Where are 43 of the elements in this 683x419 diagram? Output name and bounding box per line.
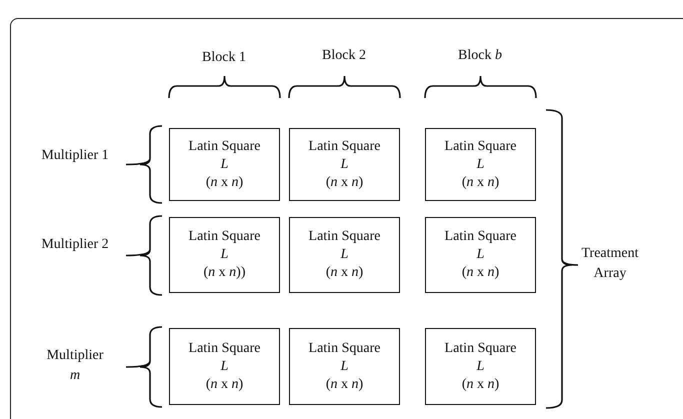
latin-square-box	[425, 217, 536, 293]
heading-text: Latin Square	[188, 228, 260, 246]
symbol-text: L	[220, 246, 228, 264]
symbol-text: L	[220, 358, 228, 376]
latin-square-box	[425, 128, 536, 201]
heading-text: Latin Square	[308, 138, 380, 156]
heading-text: Latin Square	[444, 340, 516, 358]
heading-text: Latin Square	[188, 138, 260, 156]
latin-square-box	[289, 328, 400, 405]
heading-text: Latin Square	[308, 228, 380, 246]
symbol-text: L	[476, 156, 484, 174]
heading-text: Latin Square	[188, 340, 260, 358]
row-label: Multiplier 2	[40, 236, 110, 254]
column-label: Block b	[457, 47, 503, 65]
symbol-text: L	[476, 358, 484, 376]
latin-square-box	[289, 217, 400, 293]
symbol-text: L	[476, 246, 484, 264]
latin-square-box	[169, 328, 280, 405]
size-text: (n x n)	[206, 376, 244, 394]
heading-text: Latin Square	[444, 138, 516, 156]
column-label: Block 2	[321, 47, 367, 65]
size-text: (n x n))	[204, 264, 246, 282]
size-text: (n x n)	[206, 174, 244, 192]
symbol-text: L	[340, 358, 348, 376]
column-label: Block 1	[201, 49, 247, 67]
heading-text: Latin Square	[308, 340, 380, 358]
symbol-text: L	[340, 156, 348, 174]
size-text: (n x n)	[326, 174, 364, 192]
symbol-text: L	[220, 156, 228, 174]
heading-text: Latin Square	[444, 228, 516, 246]
group-label: Treatment Array	[580, 245, 640, 283]
latin-square-box	[425, 328, 536, 405]
row-label: Multiplier 1	[40, 147, 110, 165]
symbol-text: L	[340, 246, 348, 264]
size-text: (n x n)	[462, 264, 500, 282]
latin-square-box	[169, 217, 280, 293]
size-text: (n x n)	[462, 174, 500, 192]
latin-square-box	[289, 128, 400, 201]
latin-square-box	[169, 128, 280, 201]
size-text: (n x n)	[326, 376, 364, 394]
size-text: (n x n)	[462, 376, 500, 394]
row-label: Multiplier m	[46, 347, 104, 385]
size-text: (n x n)	[326, 264, 364, 282]
